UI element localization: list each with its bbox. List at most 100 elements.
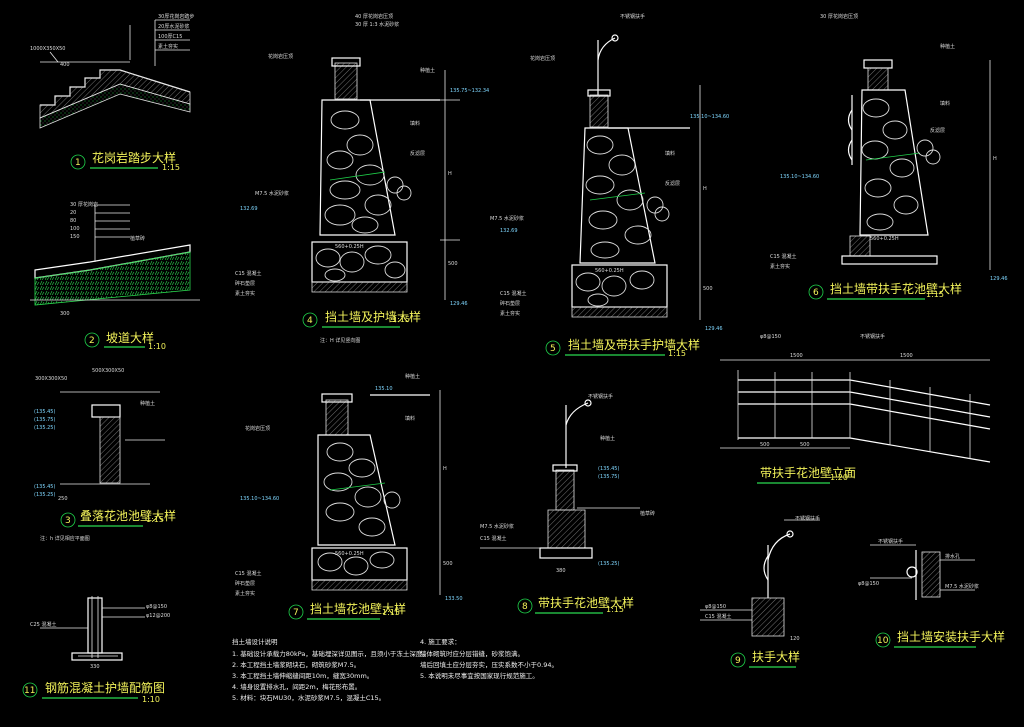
svg-text:133.50: 133.50 <box>445 596 463 602</box>
svg-text:反滤层: 反滤层 <box>410 150 425 157</box>
svg-text:300X300X50: 300X300X50 <box>35 376 67 382</box>
svg-text:φ8@150: φ8@150 <box>705 604 726 610</box>
svg-text:500: 500 <box>800 442 810 448</box>
svg-text:(135.45): (135.45) <box>598 466 619 472</box>
svg-text:(135.75): (135.75) <box>598 474 619 480</box>
svg-text:H: H <box>993 156 997 162</box>
svg-text:素土夯实: 素土夯实 <box>500 310 520 317</box>
svg-text:(135.25): (135.25) <box>34 492 55 498</box>
svg-text:叠落花池池壁大样: 叠落花池池壁大样 <box>80 508 176 523</box>
svg-text:(135.45): (135.45) <box>34 484 55 490</box>
svg-text:素土夯实: 素土夯实 <box>158 43 178 50</box>
svg-text:碎石垫层: 碎石垫层 <box>500 300 520 307</box>
svg-text:H: H <box>703 186 707 192</box>
detail-2-ramp: 30 厚花岗岩 20 80 100 150 植草砖 300 <box>30 201 200 317</box>
svg-text:135.75~132.34: 135.75~132.34 <box>450 88 489 94</box>
svg-text:坡道大样: 坡道大样 <box>106 330 154 345</box>
svg-text:560+0.25H: 560+0.25H <box>595 268 624 274</box>
svg-text:(135.25): (135.25) <box>598 561 619 567</box>
svg-text:种植土: 种植土 <box>140 400 155 407</box>
svg-text:素土夯实: 素土夯实 <box>235 290 255 297</box>
svg-text:C15 混凝土: C15 混凝土 <box>235 270 261 277</box>
svg-text:C15 混凝土: C15 混凝土 <box>705 613 731 620</box>
svg-text:种植土: 种植土 <box>940 43 955 50</box>
svg-text:带扶手花池壁大样: 带扶手花池壁大样 <box>538 595 634 610</box>
title-block-8: 8 带扶手花池壁大样 1:15 <box>517 595 634 614</box>
title-block-7: 7 挡土墙花池壁大样 1:15 <box>288 601 406 620</box>
detail-9-handrail: 不锈钢扶手 φ8@150 C15 混凝土 120 <box>700 515 820 642</box>
title-block-9: 9 扶手大样 <box>730 649 800 668</box>
svg-text:φ8@150: φ8@150 <box>760 334 781 340</box>
svg-text:30厚花岗岩踏步: 30厚花岗岩踏步 <box>158 13 194 20</box>
svg-text:φ8@150: φ8@150 <box>858 581 879 587</box>
svg-text:M7.5 水泥砂浆: M7.5 水泥砂浆 <box>480 523 514 530</box>
title-block-6: 6 挡土墙带扶手花池壁大样 1:15 <box>808 281 962 300</box>
title-block-3: 3 叠落花池池壁大样 1:15 <box>60 508 176 528</box>
svg-text:挡土墙及带扶手护墙大样: 挡土墙及带扶手护墙大样 <box>568 337 700 352</box>
svg-text:H: H <box>448 171 452 177</box>
svg-text:129.46: 129.46 <box>990 276 1008 282</box>
svg-text:11: 11 <box>24 686 35 696</box>
svg-text:1:20: 1:20 <box>830 473 848 482</box>
svg-text:135.10~134.60: 135.10~134.60 <box>780 174 819 180</box>
svg-text:30 厚花岗岩: 30 厚花岗岩 <box>70 201 98 208</box>
svg-text:9: 9 <box>735 656 741 666</box>
svg-text:120: 120 <box>790 636 800 642</box>
svg-text:C15 混凝土: C15 混凝土 <box>770 253 796 260</box>
svg-text:10: 10 <box>877 636 889 646</box>
svg-text:H: H <box>443 466 447 472</box>
svg-text:1:15: 1:15 <box>926 290 944 299</box>
detail-1-granite-steps: 1000X350X50 400 30厚花岗岩踏步 20厚水泥砂浆 100厚C15… <box>30 13 194 129</box>
title-block-4: 4 挡土墙及护墙大样 1:15 <box>302 309 421 328</box>
svg-text:30 厚 1:3 水泥砂浆: 30 厚 1:3 水泥砂浆 <box>355 21 399 28</box>
svg-text:φ12@200: φ12@200 <box>146 613 170 619</box>
svg-text:1. 基础设计承载力80kPa，基础埋深详见图示，且须小于冻: 1. 基础设计承载力80kPa，基础埋深详见图示，且须小于冻土深度。 <box>232 649 429 658</box>
svg-text:填料: 填料 <box>665 150 675 157</box>
svg-text:填料: 填料 <box>940 100 950 107</box>
detail-4-retaining-wall: 填料 H 500 560+0.25H 135.75~132.34 132.69 … <box>235 13 489 344</box>
detail-11-rc-wall: φ8@150 φ12@200 C25 混凝土 330 <box>30 596 170 670</box>
title-number: 1 <box>75 158 81 168</box>
title-block-10: 10 挡土墙安装扶手大样 <box>875 629 1005 648</box>
svg-text:素土夯实: 素土夯实 <box>770 263 790 270</box>
svg-text:1:15: 1:15 <box>668 349 686 358</box>
svg-text:钢筋混凝土护墙配筋图: 钢筋混凝土护墙配筋图 <box>45 680 165 695</box>
svg-text:填料: 填料 <box>405 415 415 422</box>
svg-text:100厚C15: 100厚C15 <box>158 34 182 40</box>
detail-3-stacked-planter: 300X300X50 500X300X50 (135.45) (135.75) … <box>34 368 165 542</box>
detail-7-retaining-planter: 填料 H 500 560+0.25H 135.10 135.10~134.60 … <box>235 373 463 602</box>
svg-text:250: 250 <box>58 496 68 502</box>
svg-text:种植土: 种植土 <box>600 435 615 442</box>
handrail-wall-elevation: 1500 1500 500 500 φ8@150 不锈钢扶手 <box>720 333 991 463</box>
svg-text:4. 施工要求：: 4. 施工要求： <box>420 637 461 646</box>
svg-text:30 厚花岗岩压顶: 30 厚花岗岩压顶 <box>820 13 858 20</box>
svg-text:φ8@150: φ8@150 <box>146 604 167 610</box>
svg-text:400: 400 <box>60 62 70 68</box>
svg-text:注：H 详见竖向图: 注：H 详见竖向图 <box>320 337 360 344</box>
svg-text:不锈钢扶手: 不锈钢扶手 <box>878 538 903 545</box>
svg-text:1:15: 1:15 <box>606 605 624 614</box>
detail-6-retaining-handrail-planter: 填料 H 560+0.25H 135.10~134.60 129.46 30 厚… <box>770 13 1008 282</box>
svg-text:花岗岩压顶: 花岗岩压顶 <box>268 53 293 60</box>
svg-text:560+0.25H: 560+0.25H <box>870 236 899 242</box>
design-notes-col2: 4. 施工要求： 墙体砌筑时应分层错缝，砂浆饱满。 墙后回填土应分层夯实，压实系… <box>420 637 558 680</box>
svg-text:不锈钢扶手: 不锈钢扶手 <box>860 333 885 340</box>
svg-text:1000X350X50: 1000X350X50 <box>30 46 65 52</box>
svg-text:不锈钢扶手: 不锈钢扶手 <box>795 515 820 522</box>
detail-10-handrail-install: 不锈钢扶手 φ8@150 排水孔 M7.5 水泥砂浆 <box>858 538 979 600</box>
svg-text:132.69: 132.69 <box>240 206 258 212</box>
drawing-title: 花岗岩踏步大样 <box>92 150 176 165</box>
svg-text:100: 100 <box>70 226 80 232</box>
svg-text:挡土墙安装扶手大样: 挡土墙安装扶手大样 <box>897 629 1005 644</box>
svg-text:墙后回填土应分层夯实，压实系数不小于0.94。: 墙后回填土应分层夯实，压实系数不小于0.94。 <box>420 660 558 669</box>
svg-text:80: 80 <box>70 218 76 224</box>
svg-text:1:10: 1:10 <box>148 342 166 351</box>
svg-text:排水孔: 排水孔 <box>945 553 960 560</box>
svg-text:1:15: 1:15 <box>382 608 400 617</box>
svg-text:500: 500 <box>443 561 453 567</box>
svg-text:填料: 填料 <box>410 120 420 127</box>
drawing-scale: 1:15 <box>162 163 180 172</box>
svg-text:560+0.25H: 560+0.25H <box>335 551 364 557</box>
svg-text:M7.5 水泥砂浆: M7.5 水泥砂浆 <box>255 190 289 197</box>
svg-text:5. 本说明未尽事宜按国家现行规范施工。: 5. 本说明未尽事宜按国家现行规范施工。 <box>420 671 539 680</box>
